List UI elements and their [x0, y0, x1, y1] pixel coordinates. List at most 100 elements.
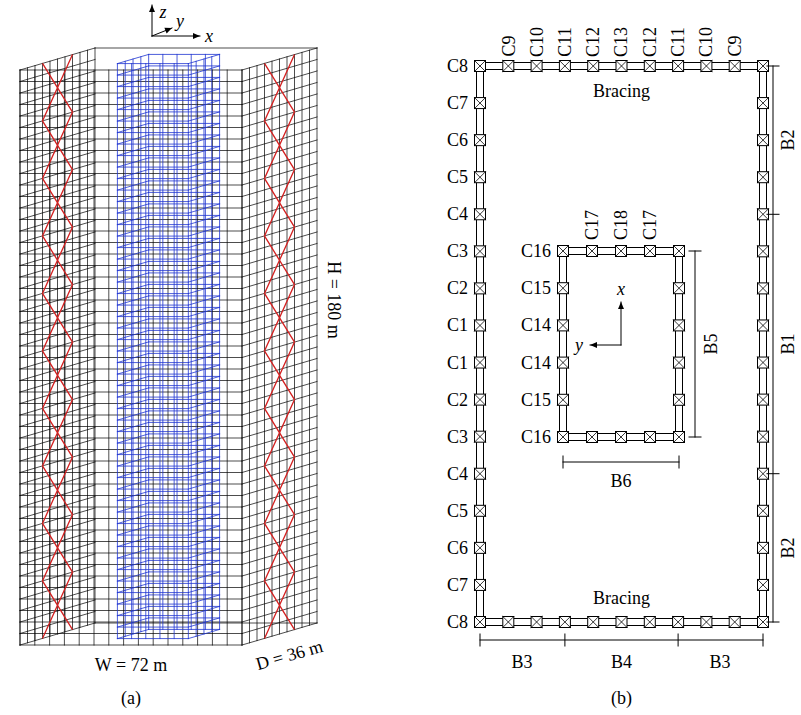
core-floor	[149, 54, 220, 55]
core-floor	[149, 203, 220, 204]
core-floor	[117, 316, 188, 317]
frame-floor	[20, 508, 95, 530]
column-symbol	[644, 61, 655, 72]
column-symbol	[758, 98, 769, 109]
frame-floor	[20, 589, 95, 611]
frame-floor	[20, 623, 95, 645]
core-floor	[117, 604, 188, 605]
axis-label: y	[176, 12, 184, 30]
column-symbol	[558, 432, 569, 443]
column-symbol	[758, 98, 769, 109]
column-symbol	[758, 172, 769, 183]
frame-floor	[20, 301, 95, 323]
frame-floor	[242, 336, 317, 358]
column-symbol	[587, 432, 598, 443]
core-floor	[117, 178, 188, 179]
column-symbol	[587, 246, 598, 257]
core-floor	[117, 443, 188, 444]
core-floor	[149, 180, 220, 181]
column-symbol	[475, 542, 486, 553]
column-symbol	[758, 246, 769, 257]
frame-floor	[20, 209, 95, 231]
core-floor	[117, 627, 188, 628]
frame-floor	[20, 313, 95, 335]
column-symbol	[559, 61, 570, 72]
core-floor	[149, 525, 220, 526]
column-symbol	[559, 61, 570, 72]
frame-floor	[242, 278, 317, 300]
frame-floor	[20, 507, 242, 508]
frame-floor	[20, 150, 242, 151]
column-symbol	[674, 246, 685, 257]
dimension-tick	[767, 214, 779, 215]
column-symbol	[475, 579, 486, 590]
core-column	[162, 54, 163, 629]
core-column	[117, 64, 118, 639]
frame-floor	[20, 485, 95, 507]
column-symbol	[559, 61, 570, 72]
column-symbol	[674, 394, 685, 405]
bracing-line	[43, 55, 73, 630]
frame-floor	[20, 208, 242, 209]
core-column	[205, 54, 206, 629]
core-floor	[149, 422, 220, 423]
frame-floor	[20, 221, 95, 243]
column-symbol	[558, 394, 569, 405]
column-symbol	[758, 431, 769, 442]
frame-floor	[242, 612, 317, 634]
frame-floor	[242, 209, 317, 231]
column-symbol	[475, 320, 486, 331]
column-symbol	[616, 617, 627, 628]
core-floor	[149, 548, 220, 549]
column-symbol	[587, 246, 598, 257]
frame-floor	[242, 554, 317, 576]
column-symbol	[729, 617, 740, 628]
column-symbol	[674, 394, 685, 405]
column-label: C15	[521, 279, 551, 297]
column-symbol	[758, 135, 769, 146]
frame-floor	[20, 104, 242, 105]
column-symbol	[587, 432, 598, 443]
column-symbol	[475, 246, 486, 257]
frame-floor	[20, 300, 242, 301]
column-symbol	[674, 357, 685, 368]
column-symbol	[758, 172, 769, 183]
frame-floor	[242, 416, 317, 438]
column-symbol	[644, 617, 655, 628]
column-symbol	[475, 357, 486, 368]
frame-floor	[242, 520, 317, 542]
column-symbol	[558, 357, 569, 368]
frame-floor	[20, 439, 95, 461]
core-floor	[149, 560, 220, 561]
core-floor	[117, 512, 188, 513]
column-symbol	[558, 246, 569, 257]
core-floor	[149, 157, 220, 158]
column-label: C9	[726, 36, 744, 57]
column-symbol	[587, 246, 598, 257]
column-symbol	[558, 283, 569, 294]
frame-floor	[20, 106, 95, 128]
core-floor	[149, 606, 220, 607]
column-symbol	[758, 542, 769, 553]
frame-floor	[20, 645, 242, 646]
column-symbol	[475, 394, 486, 405]
dimension-tick	[564, 634, 565, 646]
frame-floor	[20, 175, 95, 197]
core-floor	[117, 224, 188, 225]
frame-floor	[20, 231, 242, 232]
column-symbol	[758, 357, 769, 368]
column-symbol	[558, 246, 569, 257]
column-symbol	[559, 617, 570, 628]
core-floor	[117, 98, 188, 99]
column-label: C1	[447, 316, 468, 334]
column-symbol	[558, 394, 569, 405]
frame-floor	[242, 301, 317, 323]
core-column	[211, 57, 212, 632]
axis-label: z	[159, 3, 166, 21]
core-floor	[149, 468, 220, 469]
beam-label: B3	[511, 653, 532, 671]
column-label: C10	[697, 27, 715, 57]
core-floor	[117, 201, 188, 202]
core-floor	[149, 456, 220, 457]
frame-floor	[242, 589, 317, 611]
